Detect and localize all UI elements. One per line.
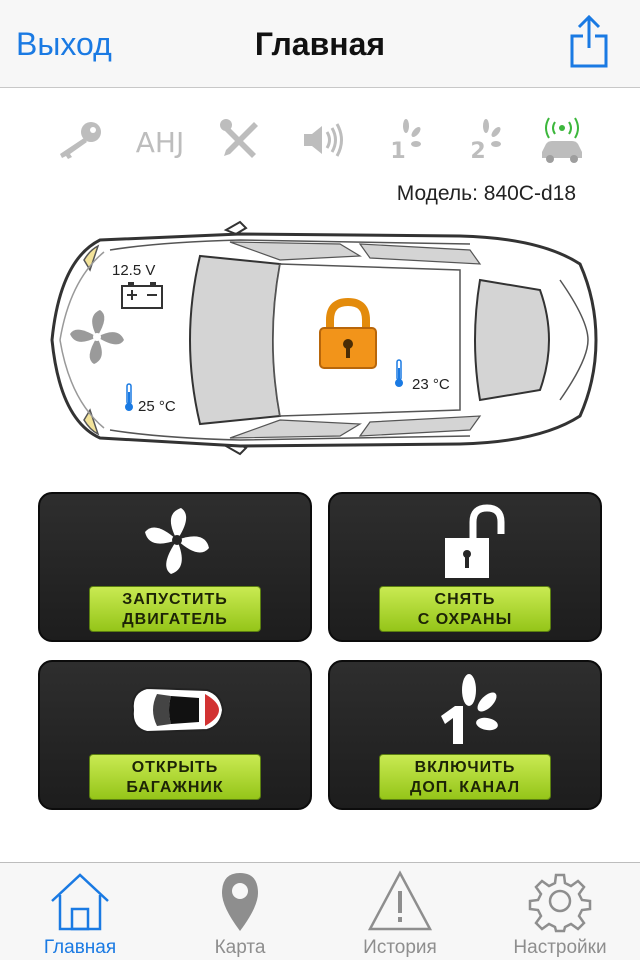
home-icon — [51, 873, 109, 931]
tab-home-label: Главная — [43, 937, 117, 958]
channel-2-icon: 2 — [458, 112, 514, 168]
share-button[interactable] — [564, 12, 614, 70]
logout-button[interactable]: Выход — [16, 26, 112, 62]
status-icons-row: AHJ 1 2 — [0, 112, 640, 168]
car-trunk-icon — [131, 686, 225, 734]
model-label: Модель: 840C-d18 — [396, 182, 576, 205]
fan-icon — [145, 508, 209, 574]
svg-text:AHJ: AHJ — [136, 126, 184, 159]
tab-home[interactable]: Главная — [0, 863, 160, 961]
engine-thermometer-icon — [125, 383, 133, 411]
car-status-view: 12.5 V 25 °C 23 °C — [40, 220, 600, 460]
tab-history[interactable]: История — [320, 863, 480, 961]
tab-settings[interactable]: Настройки — [480, 863, 640, 961]
car-signal-icon — [534, 112, 590, 168]
battery-icon — [121, 282, 163, 309]
tab-history-label: История — [363, 937, 437, 958]
warning-icon — [368, 870, 432, 931]
engine-fan-icon — [70, 310, 124, 364]
tab-settings-label: Настройки — [513, 937, 607, 958]
tools-icon — [212, 112, 268, 168]
gear-icon — [528, 873, 592, 933]
unlock-icon — [445, 504, 505, 578]
siren-icon — [294, 112, 350, 168]
navigation-bar: Выход Главная — [0, 0, 640, 88]
cabin-temperature: 23 °C — [412, 376, 450, 393]
channel-1-icon: 1 — [378, 112, 434, 168]
tab-map[interactable]: Карта — [160, 863, 320, 961]
engine-temperature: 25 °C — [138, 398, 176, 415]
tab-bar: Главная Карта История Настройки — [0, 862, 640, 960]
map-pin-icon — [222, 873, 258, 931]
share-icon — [570, 14, 608, 68]
key-icon — [52, 112, 108, 168]
tab-map-label: Карта — [214, 937, 266, 958]
aux-channel-icon — [441, 674, 498, 744]
svg-text:1: 1 — [390, 139, 405, 164]
page-title: Главная — [254, 26, 386, 62]
battery-voltage: 12.5 V — [112, 262, 156, 279]
cabin-thermometer-icon — [395, 359, 403, 387]
ahj-icon: AHJ — [132, 112, 188, 168]
svg-text:2: 2 — [470, 139, 485, 164]
lock-closed-icon — [319, 298, 377, 369]
